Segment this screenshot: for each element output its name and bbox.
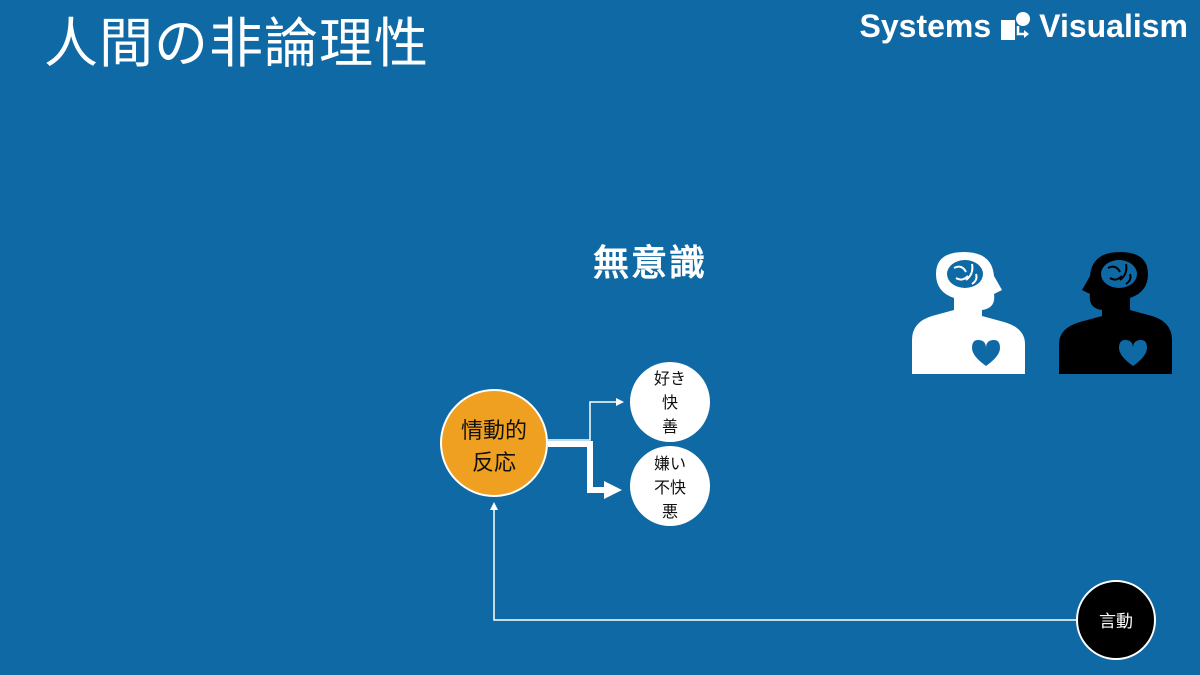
white-person-icon xyxy=(912,252,1025,374)
positive-line1: 好き xyxy=(654,369,686,388)
positive-node: 好き 快 善 xyxy=(630,362,710,442)
brand-name-left: Systems xyxy=(859,7,992,44)
black-person-icon xyxy=(1059,252,1172,374)
emotional-reaction-line2: 反応 xyxy=(472,451,516,476)
unconscious-label: 無意識 xyxy=(592,243,707,284)
negative-line3: 悪 xyxy=(662,502,678,521)
feedback-arrow xyxy=(490,502,1078,621)
negative-line1: 嫌い xyxy=(654,454,686,473)
slide-title: 人間の非論理性 xyxy=(44,12,429,75)
brand-name-right: Visualism xyxy=(1039,7,1188,44)
connector-to-negative xyxy=(548,441,622,499)
negative-line2: 不快 xyxy=(654,478,686,497)
positive-line3: 善 xyxy=(662,417,678,436)
emotional-reaction-node: 情動的 反応 xyxy=(440,389,548,497)
connector-to-positive xyxy=(548,398,624,441)
negative-node: 嫌い 不快 悪 xyxy=(630,446,710,526)
behavior-label: 言動 xyxy=(1099,612,1133,632)
behavior-node: 言動 xyxy=(1076,580,1156,660)
positive-line2: 快 xyxy=(662,393,678,412)
brand-logo: Systems Visualism xyxy=(860,6,1188,46)
systems-logo-icon xyxy=(1001,12,1031,40)
emotional-reaction-line1: 情動的 xyxy=(461,419,527,444)
